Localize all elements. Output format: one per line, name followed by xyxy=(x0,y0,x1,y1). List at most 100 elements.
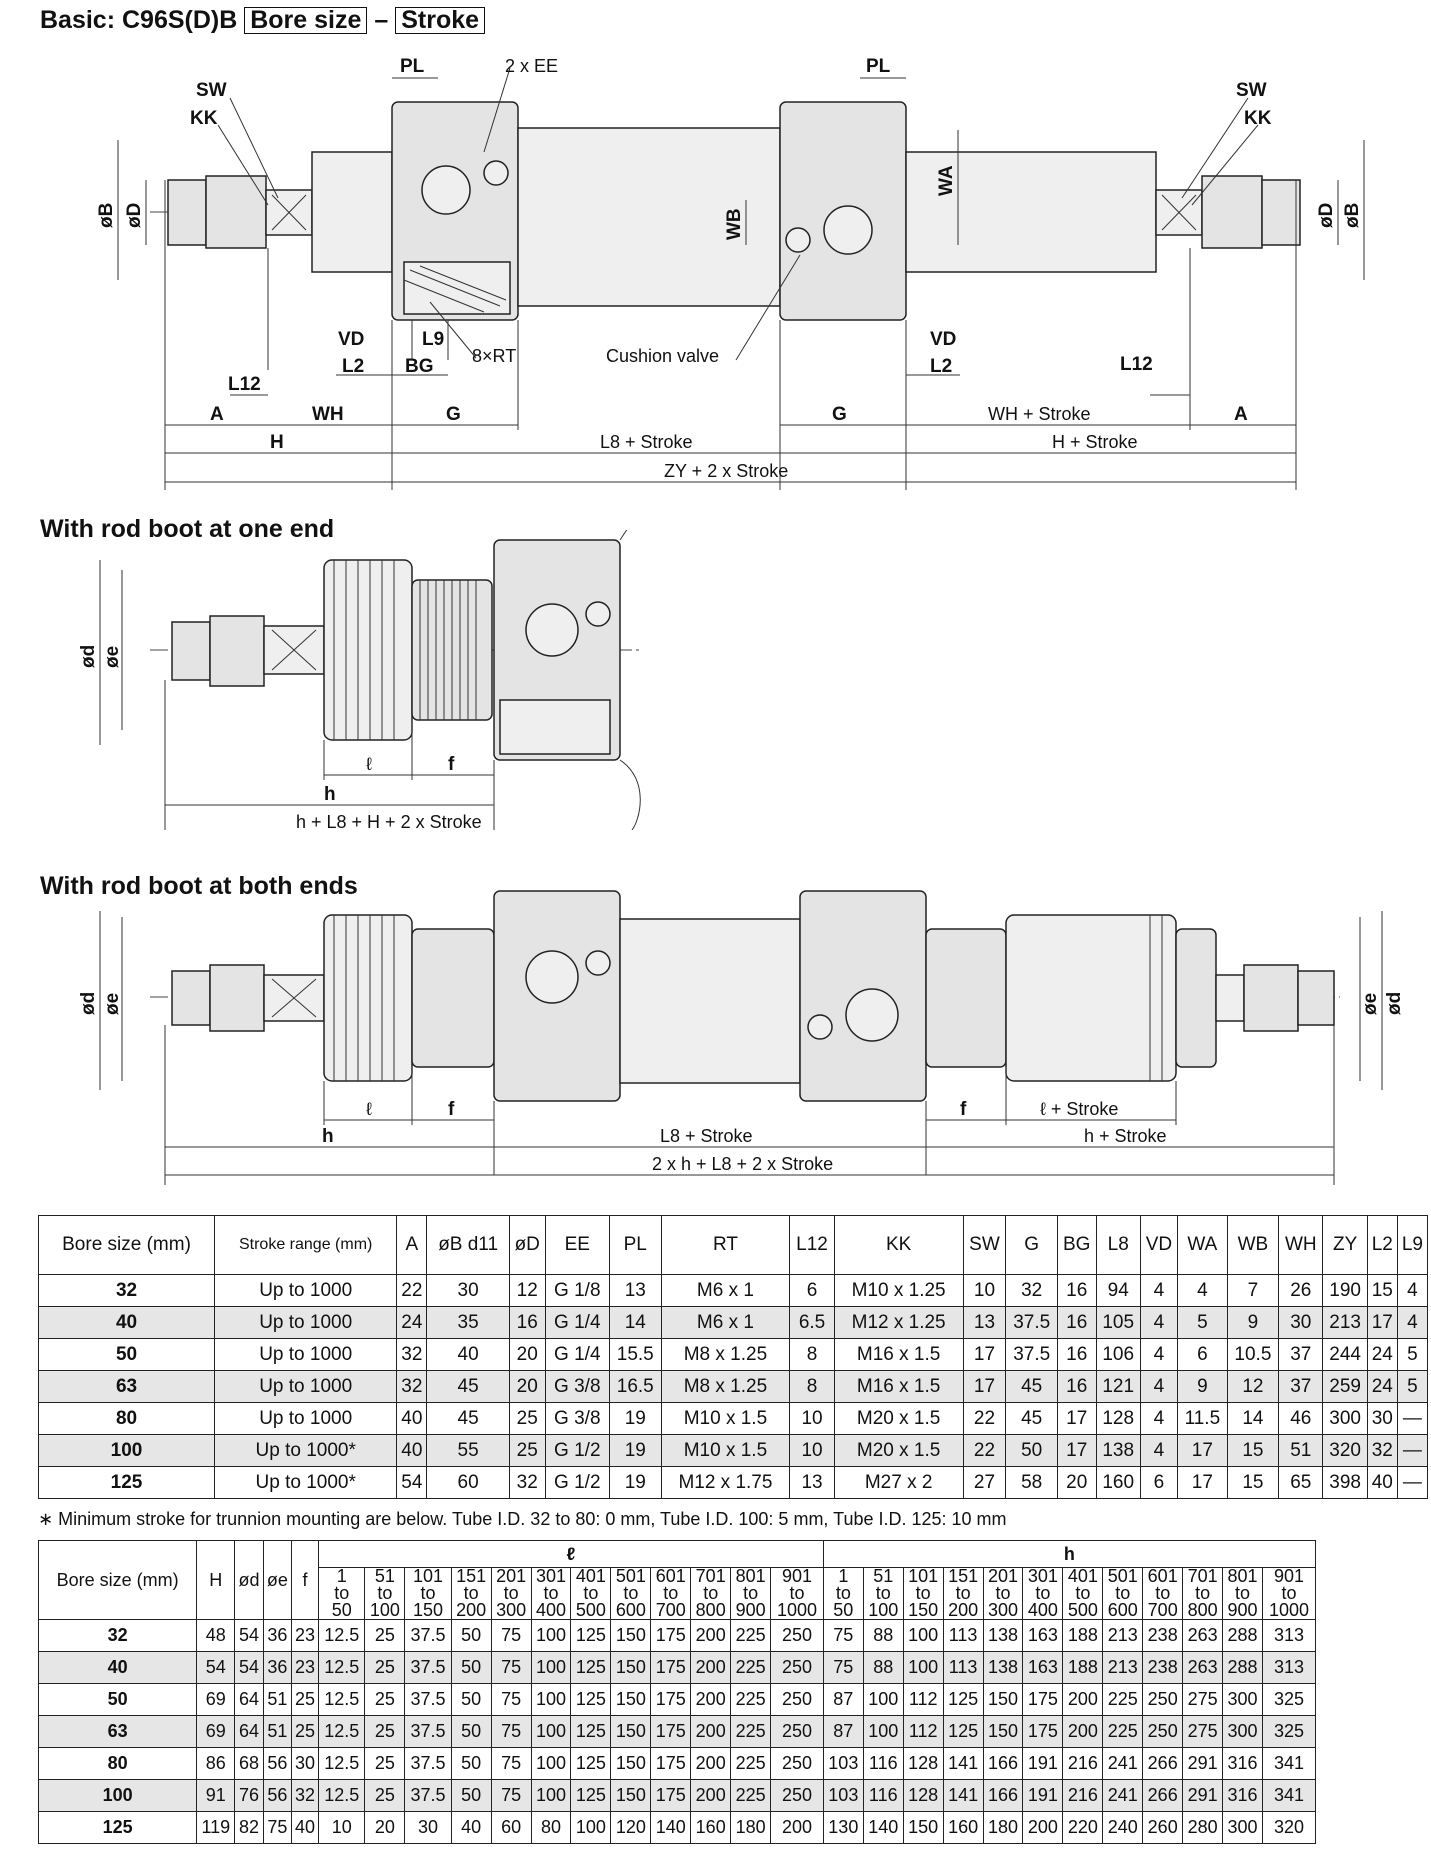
col-header: WB xyxy=(1226,1215,1280,1275)
table-cell: 140 xyxy=(862,1811,904,1844)
table-cell: 37.5 xyxy=(1005,1306,1058,1339)
table-cell: 32 xyxy=(396,1370,428,1403)
table-cell: 241 xyxy=(1102,1779,1144,1812)
table-cell: 25 xyxy=(508,1402,546,1435)
table-cell: 160 xyxy=(690,1811,732,1844)
bore-cell: 50 xyxy=(37,1683,198,1716)
table-cell: 175 xyxy=(1022,1715,1064,1748)
table-cell: 341 xyxy=(1262,1747,1316,1780)
table-cell: 316 xyxy=(1222,1779,1263,1812)
table-cell: 240 xyxy=(1102,1811,1144,1844)
table-cell: 103 xyxy=(822,1747,864,1780)
table-cell: 45 xyxy=(1005,1370,1058,1403)
label-f-one: f xyxy=(448,754,455,775)
table-cell: 75 xyxy=(262,1811,293,1844)
table-cell: 12.5 xyxy=(318,1715,366,1748)
range-part: 151 xyxy=(948,1566,979,1586)
basic-cylinder-drawing: PL 2 x EE PL SW KK SW KK øB øD øD øB WA … xyxy=(96,56,1365,490)
table-cell: 19 xyxy=(609,1434,662,1467)
label-kk-left: KK xyxy=(190,108,218,129)
table-cell: M8 x 1.25 xyxy=(660,1338,791,1371)
table-cell: 4 xyxy=(1139,1306,1179,1339)
table-cell: 250 xyxy=(1142,1683,1184,1716)
col-header: ød xyxy=(234,1540,264,1620)
bore-cell: 32 xyxy=(37,1274,216,1307)
label-a-left: A xyxy=(210,404,224,425)
group-header: h xyxy=(822,1540,1317,1568)
table-cell: 75 xyxy=(822,1651,864,1684)
table-cell: 69 xyxy=(196,1683,236,1716)
label-l8-both: L8 + Stroke xyxy=(660,1126,753,1146)
table-cell: 180 xyxy=(730,1811,772,1844)
table-cell: 64 xyxy=(234,1683,264,1716)
label-h-one: h xyxy=(324,784,336,805)
table-cell: 150 xyxy=(610,1651,652,1684)
table-cell: 58 xyxy=(1005,1466,1058,1499)
table-cell: 250 xyxy=(770,1651,824,1684)
table-cell: 4 xyxy=(1139,1402,1179,1435)
table-cell: 6 xyxy=(1139,1466,1179,1499)
table-cell: 116 xyxy=(862,1747,904,1780)
range-part: to xyxy=(623,1583,639,1603)
table-cell: 82 xyxy=(234,1811,264,1844)
table-cell: 24 xyxy=(396,1306,428,1339)
table-cell: 112 xyxy=(902,1683,944,1716)
col-header: RT xyxy=(660,1215,791,1275)
label-ob-right: øB xyxy=(1342,203,1363,228)
table-cell: 50 xyxy=(450,1619,492,1652)
table-cell: 160 xyxy=(942,1811,984,1844)
table-cell: 54 xyxy=(234,1651,264,1684)
col-header: f xyxy=(291,1540,320,1620)
table-cell: 37.5 xyxy=(404,1651,452,1684)
col-header: KK xyxy=(833,1215,964,1275)
table-cell: 313 xyxy=(1262,1651,1316,1684)
table-cell: 100 xyxy=(862,1715,904,1748)
col-header: G xyxy=(1005,1215,1058,1275)
table-cell: 37.5 xyxy=(404,1715,452,1748)
range-part: to xyxy=(995,1583,1011,1603)
col-header: ZY xyxy=(1322,1215,1368,1275)
range-part: 400 xyxy=(1027,1600,1058,1620)
table-cell: Up to 1000* xyxy=(214,1434,398,1467)
table-cell: Up to 1000 xyxy=(214,1402,398,1435)
table-cell: 163 xyxy=(1022,1619,1064,1652)
table-cell: 125 xyxy=(570,1747,612,1780)
table-cell: 30 xyxy=(404,1811,452,1844)
table-cell: 175 xyxy=(650,1779,692,1812)
table-cell: 105 xyxy=(1095,1306,1141,1339)
col-header: øB d11 xyxy=(426,1215,510,1275)
table-cell: 22 xyxy=(962,1434,1007,1467)
table-cell: 398 xyxy=(1322,1466,1368,1499)
range-part: 801 xyxy=(1227,1566,1258,1586)
bore-cell: 40 xyxy=(37,1651,198,1684)
table-cell: 75 xyxy=(490,1619,532,1652)
range-part: 601 xyxy=(1147,1566,1178,1586)
label-oe-both-right: øe xyxy=(1360,993,1381,1015)
label-f-both-right: f xyxy=(960,1099,967,1120)
table-cell: 100 xyxy=(530,1651,572,1684)
table-cell: 213 xyxy=(1102,1651,1144,1684)
table-cell: 225 xyxy=(730,1683,772,1716)
table-cell: 200 xyxy=(1062,1683,1104,1716)
table-cell: 175 xyxy=(650,1619,692,1652)
table-cell: 121 xyxy=(1095,1370,1141,1403)
table-cell: 113 xyxy=(942,1651,984,1684)
table-cell: 291 xyxy=(1182,1779,1224,1812)
label-zy: ZY + 2 x Stroke xyxy=(664,461,788,481)
heading-basic-prefix: Basic: C96S(D)B xyxy=(40,6,238,34)
col-header: øD xyxy=(508,1215,546,1275)
table-cell: 60 xyxy=(426,1466,510,1499)
table-cell: 238 xyxy=(1142,1619,1184,1652)
table-cell: G 3/8 xyxy=(544,1370,611,1403)
